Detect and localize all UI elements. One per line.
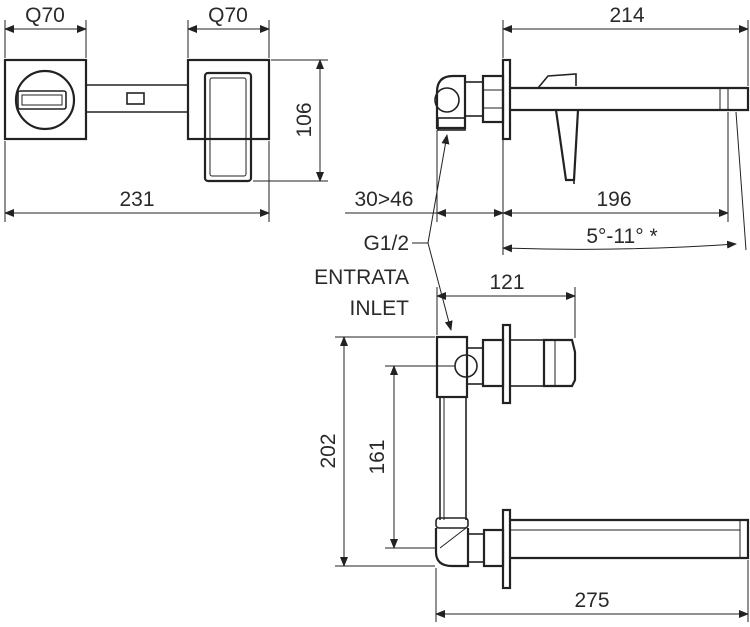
dim-30-46: 30>46 <box>355 188 414 211</box>
inlet-label-italian: ENTRATA <box>314 266 409 289</box>
side-view: 214 30>46 196 5°-11° * <box>345 4 750 255</box>
dim-106: 106 <box>293 102 316 137</box>
dim-q70-left: Q70 <box>25 4 65 27</box>
dim-196: 196 <box>596 188 631 211</box>
dim-angle: 5°-11° * <box>586 225 657 248</box>
front-view: Q70 Q70 106 231 <box>3 4 328 222</box>
right-cover-plate <box>186 58 271 141</box>
pipe-marker <box>126 92 145 105</box>
bottom-view: 121 202 161 275 <box>317 271 750 622</box>
dim-202: 202 <box>317 433 340 468</box>
inlet-thread-label: G1/2 <box>363 232 409 255</box>
dim-214: 214 <box>609 4 644 27</box>
left-round-knob <box>14 69 76 131</box>
left-cover-plate <box>3 58 88 141</box>
dim-231: 231 <box>119 188 154 211</box>
inlet-label-english: INLET <box>349 297 409 320</box>
inlet-callout: G1/2 ENTRATA INLET <box>314 134 453 331</box>
lever-handle <box>203 71 253 183</box>
knob-slot <box>17 90 67 110</box>
dim-q70-right: Q70 <box>208 4 248 27</box>
dim-121: 121 <box>489 271 524 294</box>
dim-161: 161 <box>366 439 389 474</box>
dim-275: 275 <box>574 589 609 612</box>
